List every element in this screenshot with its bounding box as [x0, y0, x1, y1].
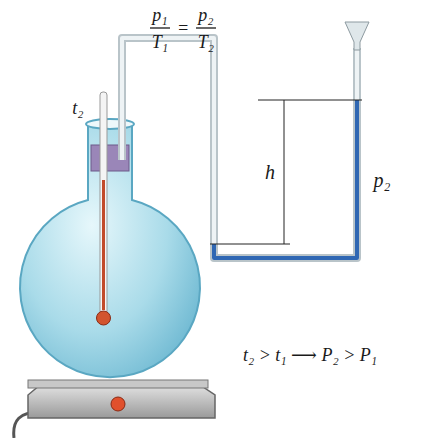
glass-tube [122, 38, 357, 258]
thermometer [100, 92, 107, 314]
thermometer-column [102, 180, 105, 310]
flask-rim [86, 119, 134, 129]
level-line [258, 100, 362, 101]
hot-plate-top [28, 380, 208, 388]
flask [20, 124, 200, 377]
fraction-bar [196, 27, 216, 28]
formula-term: p₂ [198, 6, 213, 24]
thermometer-bulb [97, 311, 111, 325]
height-line [284, 100, 285, 244]
fraction-bar [150, 27, 170, 28]
funnel [345, 22, 369, 50]
formula-term: T₂ [198, 33, 214, 51]
pressure-label: p₂ [374, 170, 391, 190]
temperature-label: t₂ [72, 99, 83, 117]
knob [111, 397, 125, 411]
hot-plate [28, 385, 215, 418]
formula-term: p₁ [152, 6, 167, 24]
formula-term: T₁ [152, 33, 168, 51]
manometer-liquid [214, 100, 357, 258]
formula-sign: = [177, 19, 189, 37]
relation-text: t₂ > t₁ ⟶ P₂ > P₁ [243, 346, 377, 364]
height-label: h [263, 161, 277, 183]
level-line [210, 244, 290, 245]
